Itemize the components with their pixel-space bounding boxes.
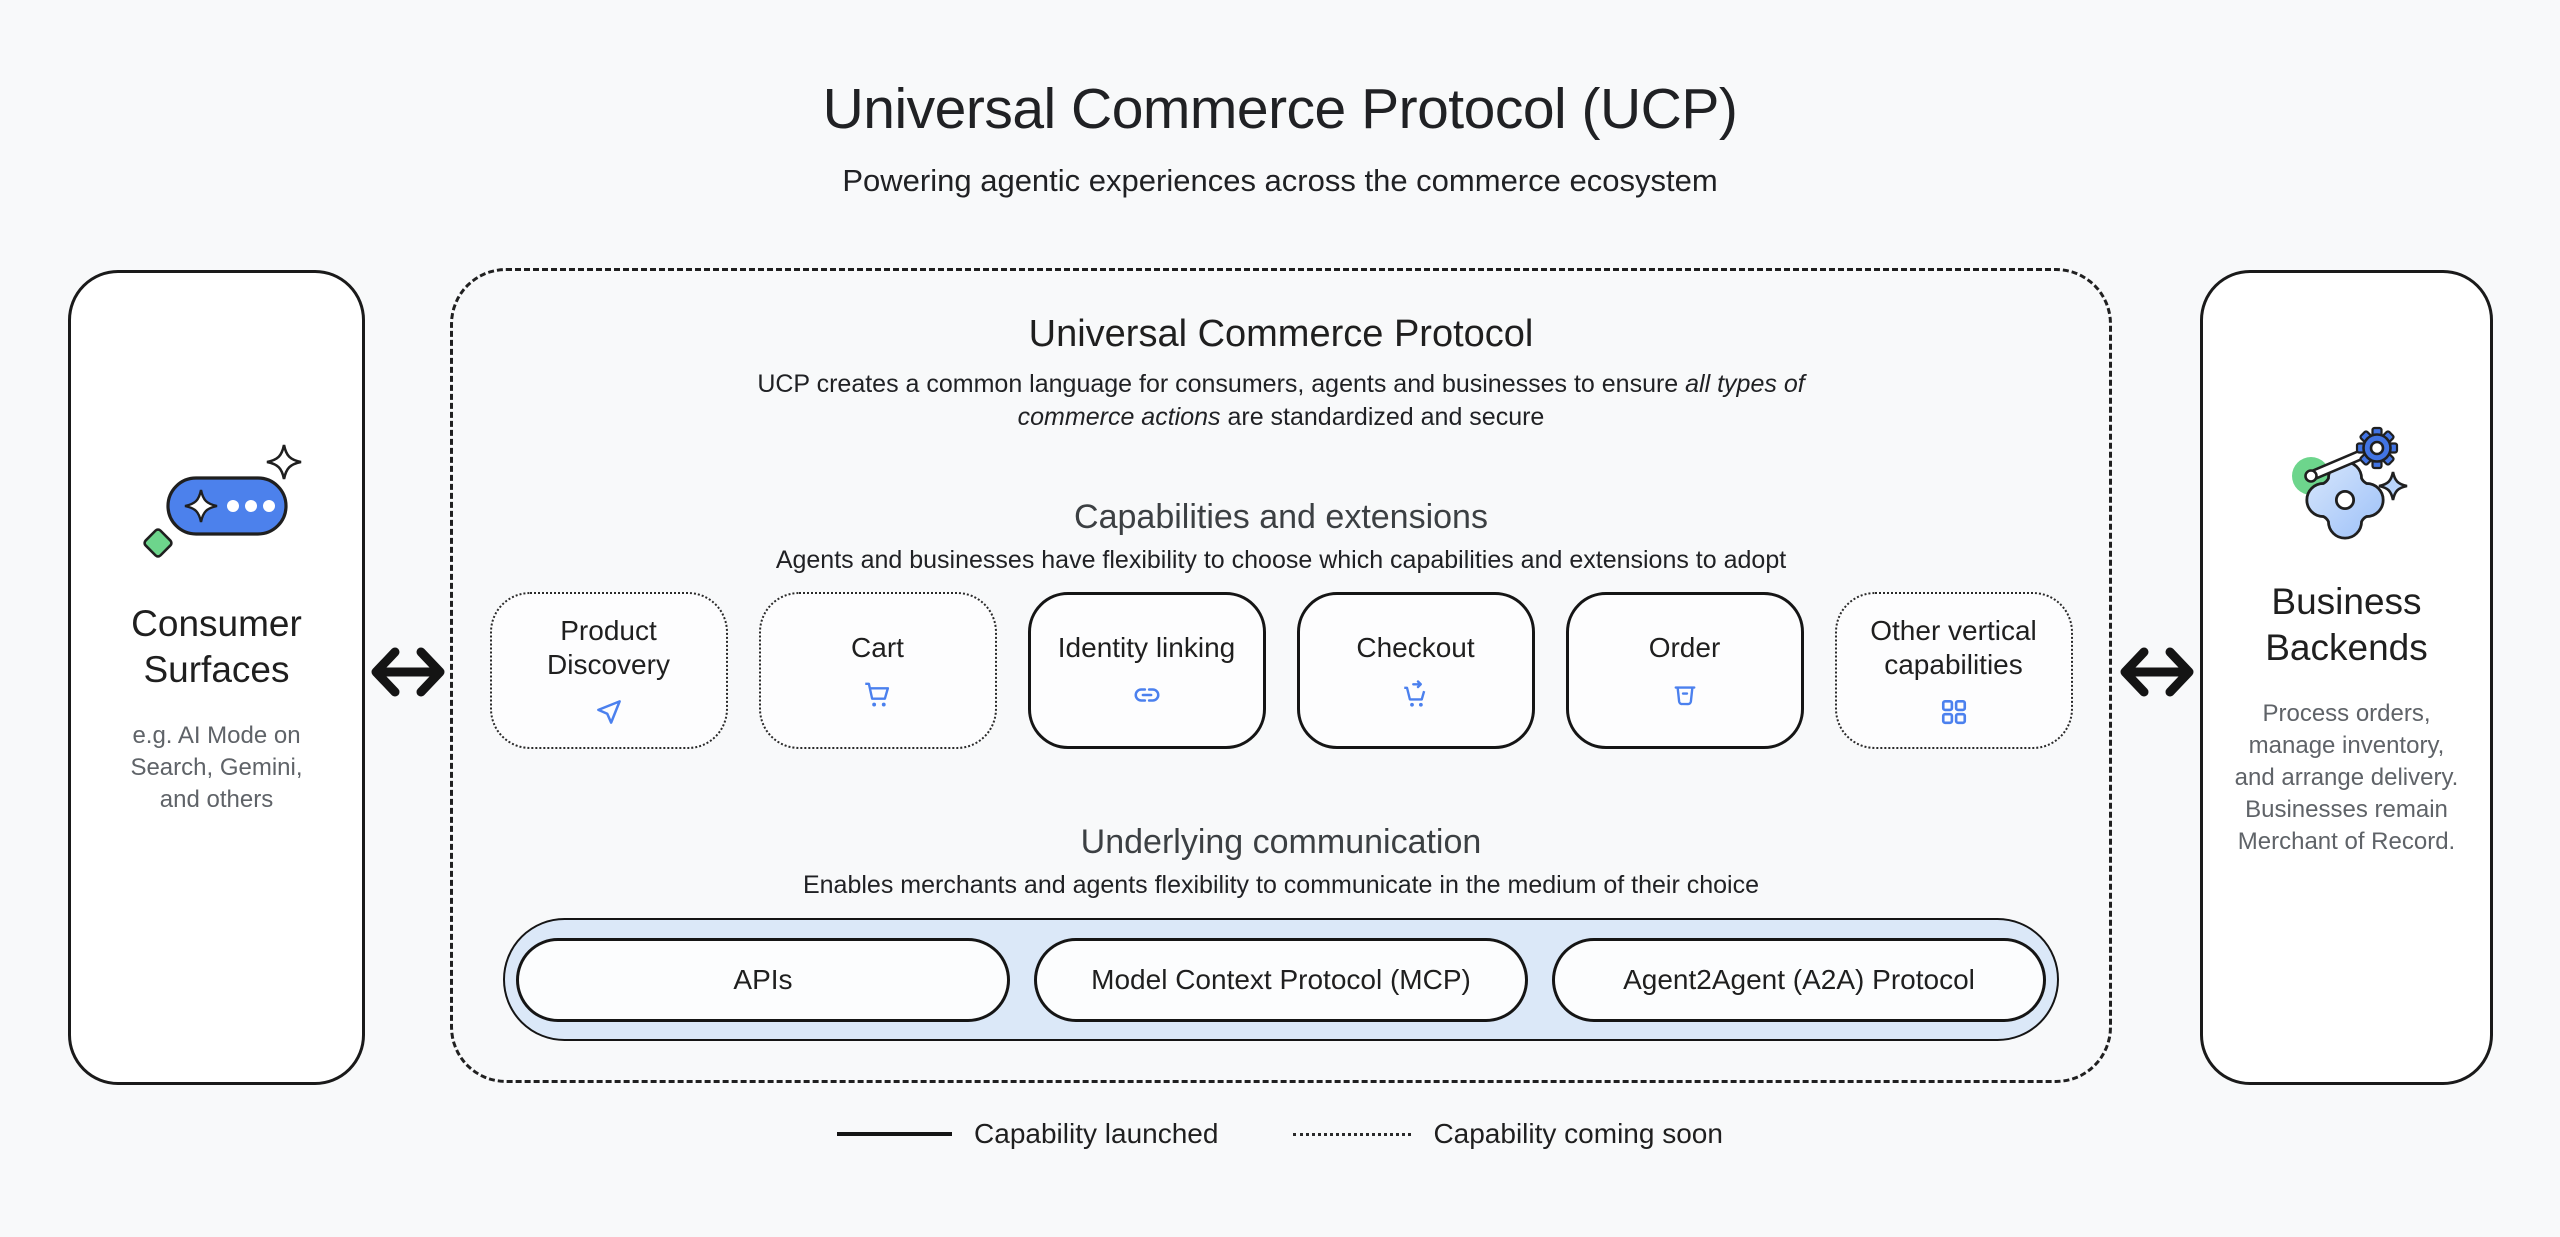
consumer-surfaces-title: Consumer Surfaces bbox=[131, 603, 302, 690]
checkout-cart-icon bbox=[1401, 680, 1431, 710]
solid-line-marker bbox=[837, 1132, 953, 1136]
protocol-label: Model Context Protocol (MCP) bbox=[1091, 963, 1471, 995]
capability-box-product-discovery: Product Discovery bbox=[489, 592, 728, 749]
capability-label: Product Discovery bbox=[547, 615, 670, 680]
ucp-container: Universal Commerce Protocol UCP creates … bbox=[450, 268, 2112, 1083]
ucp-description: UCP creates a common language for consum… bbox=[739, 368, 1824, 434]
send-icon bbox=[594, 697, 624, 727]
capability-box-cart: Cart bbox=[758, 592, 997, 749]
ucp-description-italic: all types of commerce actions bbox=[1017, 370, 1805, 431]
capability-label: Other vertical capabilities bbox=[1870, 615, 2037, 680]
capability-label: Checkout bbox=[1356, 632, 1475, 663]
legend-coming-soon-label: Capability coming soon bbox=[1433, 1118, 1723, 1149]
legend-item-coming-soon: Capability coming soon bbox=[1293, 1118, 1723, 1150]
capability-box-checkout: Checkout bbox=[1296, 592, 1535, 749]
capability-label: Cart bbox=[851, 632, 904, 663]
chat-sparkle-icon bbox=[132, 435, 302, 565]
consumer-surfaces-description: e.g. AI Mode on Search, Gemini, and othe… bbox=[130, 722, 303, 813]
business-backends-panel: Business Backends Process orders, manage… bbox=[2200, 270, 2493, 1085]
dotted-line-marker bbox=[1293, 1132, 1412, 1136]
capability-box-order: Order bbox=[1565, 592, 1804, 749]
legend-item-launched: Capability launched bbox=[837, 1118, 1218, 1150]
page-title: Universal Commerce Protocol (UCP) bbox=[822, 77, 1738, 141]
consumer-surfaces-panel: Consumer Surfaces e.g. AI Mode on Search… bbox=[68, 270, 365, 1085]
capability-box-identity-linking: Identity linking bbox=[1027, 592, 1266, 749]
capability-box-other-vertical-capabilities: Other vertical capabilities bbox=[1834, 592, 2073, 749]
communication-subheading: Enables merchants and agents flexibility… bbox=[802, 871, 1760, 899]
protocols-container: APIs Model Context Protocol (MCP) Agent2Ag… bbox=[503, 918, 2059, 1041]
protocol-pill-model-context-protocol-mcp: Model Context Protocol (MCP) bbox=[1034, 937, 1528, 1022]
ucp-title: Universal Commerce Protocol bbox=[1028, 313, 1534, 355]
protocol-pill-agent2agent-a2a-protocol: Agent2Agent (A2A) Protocol bbox=[1552, 937, 2046, 1022]
business-backends-title: Business Backends bbox=[2265, 581, 2428, 668]
right-bidirectional-arrow bbox=[2120, 647, 2194, 697]
protocol-label: Agent2Agent (A2A) Protocol bbox=[1623, 963, 1975, 995]
legend-launched-label: Capability launched bbox=[974, 1118, 1219, 1149]
left-bidirectional-arrow bbox=[371, 647, 445, 697]
capabilities-subheading: Agents and businesses have flexibility t… bbox=[775, 546, 1787, 574]
page-subtitle: Powering agentic experiences across the … bbox=[842, 163, 1718, 198]
capabilities-heading: Capabilities and extensions bbox=[1074, 498, 1488, 536]
protocol-pill-apis: APIs bbox=[516, 937, 1010, 1022]
grid-icon bbox=[1939, 697, 1969, 727]
order-box-icon bbox=[1670, 680, 1700, 710]
capabilities-row: Product Discovery Cart Identity linking Che… bbox=[453, 592, 2109, 749]
link-icon bbox=[1132, 680, 1162, 710]
ucp-description-suffix: are standardized and secure bbox=[1220, 403, 1545, 431]
protocol-label: APIs bbox=[733, 963, 793, 995]
cart-icon bbox=[863, 680, 893, 710]
business-backends-description: Process orders, manage inventory, and ar… bbox=[2234, 700, 2459, 855]
capability-label: Identity linking bbox=[1057, 632, 1236, 663]
ucp-description-prefix: UCP creates a common language for consum… bbox=[757, 370, 1686, 398]
communication-heading: Underlying communication bbox=[1080, 823, 1482, 861]
capability-label: Order bbox=[1648, 632, 1721, 663]
legend: Capability launched Capability coming so… bbox=[0, 1118, 2560, 1150]
gears-icon bbox=[2283, 418, 2411, 543]
